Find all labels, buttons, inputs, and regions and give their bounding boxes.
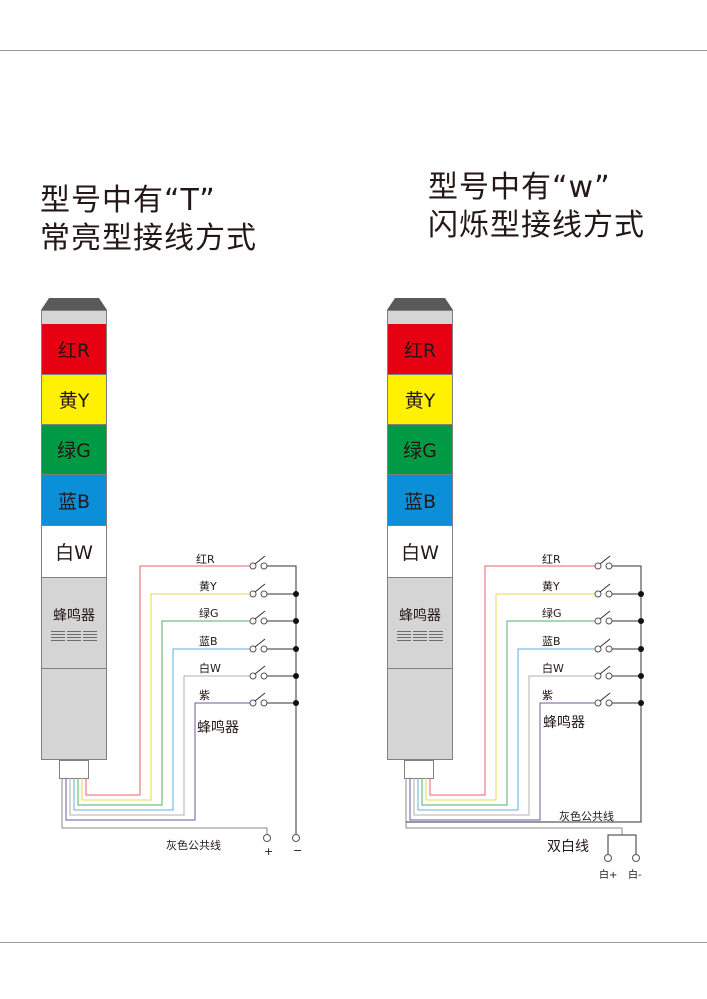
left-tower-cap — [41, 298, 107, 310]
right-tower-blue: 蓝B — [387, 475, 453, 526]
right-tower-red: 红R — [387, 324, 453, 375]
right-wire-purple — [409, 702, 595, 821]
left-tower-pole — [41, 669, 107, 760]
right-tower-buzzer: 蜂鸣器 — [387, 578, 453, 669]
right-white-minus-label: 白- — [628, 870, 642, 881]
right-wire-label-yellow: 黄Y — [542, 580, 560, 593]
right-wire-label-purple: 紫 — [542, 689, 553, 702]
left-wire-label-buzzer: 蜂鸣器 — [197, 720, 239, 736]
left-minus-label: − — [293, 844, 303, 857]
right-wire-yellow — [425, 593, 595, 801]
top-divider — [0, 50, 707, 51]
left-wire-label-purple: 紫 — [199, 689, 210, 702]
right-wire-label-red: 红R — [542, 553, 561, 566]
left-title-line2: 常亮型接线方式 — [40, 221, 257, 256]
right-signal-tower: 红R 黄Y 绿G 蓝B 白W 蜂鸣器 — [387, 298, 453, 760]
right-wire-label-green: 绿G — [542, 607, 562, 620]
left-title-line1: 型号中有“T” — [40, 183, 216, 218]
left-buzzer-grille — [51, 630, 97, 642]
right-buzzer-label: 蜂鸣器 — [399, 607, 441, 624]
left-tower-yellow: 黄Y — [41, 375, 107, 425]
right-common-label: 灰色公共线 — [559, 810, 614, 823]
left-wire-green — [77, 620, 250, 806]
right-title-line1: 型号中有“w” — [428, 170, 611, 205]
left-wire-grey — [61, 778, 268, 834]
right-tower-white: 白W — [387, 526, 453, 578]
right-wire-green — [421, 620, 595, 806]
right-wire-grey — [405, 778, 623, 835]
right-wire-label-buzzer: 蜂鸣器 — [543, 715, 585, 731]
right-double-white-label: 双白线 — [547, 839, 589, 855]
right-wire-white — [413, 675, 595, 816]
left-wire-yellow — [81, 593, 250, 801]
right-wire-label-blue: 蓝B — [542, 635, 561, 648]
left-wire-label-blue: 蓝B — [199, 635, 218, 648]
right-white-plus-label: 白+ — [599, 870, 618, 881]
left-tower-blue: 蓝B — [41, 475, 107, 526]
left-title: 型号中有“T” 常亮型接线方式 — [40, 182, 257, 258]
left-wire-label-white: 白W — [199, 662, 221, 675]
left-wire-label-green: 绿G — [199, 607, 219, 620]
right-tower-pole — [387, 669, 453, 760]
left-wire-blue — [73, 648, 250, 811]
bottom-divider — [0, 942, 707, 943]
left-buzzer-label: 蜂鸣器 — [53, 607, 95, 624]
right-tower-base — [404, 760, 434, 779]
left-tower-green: 绿G — [41, 425, 107, 475]
left-plus-label: + — [264, 845, 274, 858]
right-tower-cap — [387, 298, 453, 310]
left-signal-tower: 红R 黄Y 绿G 蓝B 白W 蜂鸣器 — [41, 298, 107, 760]
left-wire-label-red: 红R — [196, 553, 215, 566]
right-title: 型号中有“w” 闪烁型接线方式 — [428, 169, 645, 245]
right-tower-yellow: 黄Y — [387, 375, 453, 425]
left-wire-red — [85, 565, 250, 796]
right-wire-blue — [417, 648, 595, 811]
left-common-label: 灰色公共线 — [166, 839, 221, 852]
right-title-line2: 闪烁型接线方式 — [428, 208, 645, 243]
left-wire-purple — [65, 702, 250, 821]
right-wire-red — [429, 565, 595, 796]
left-wire-white — [69, 675, 250, 816]
right-tower-green: 绿G — [387, 425, 453, 475]
left-tower-buzzer: 蜂鸣器 — [41, 578, 107, 669]
right-buzzer-grille — [397, 630, 443, 642]
right-wire-label-white: 白W — [542, 662, 564, 675]
left-tower-white: 白W — [41, 526, 107, 578]
left-tower-red: 红R — [41, 324, 107, 375]
left-wire-label-yellow: 黄Y — [199, 580, 217, 593]
